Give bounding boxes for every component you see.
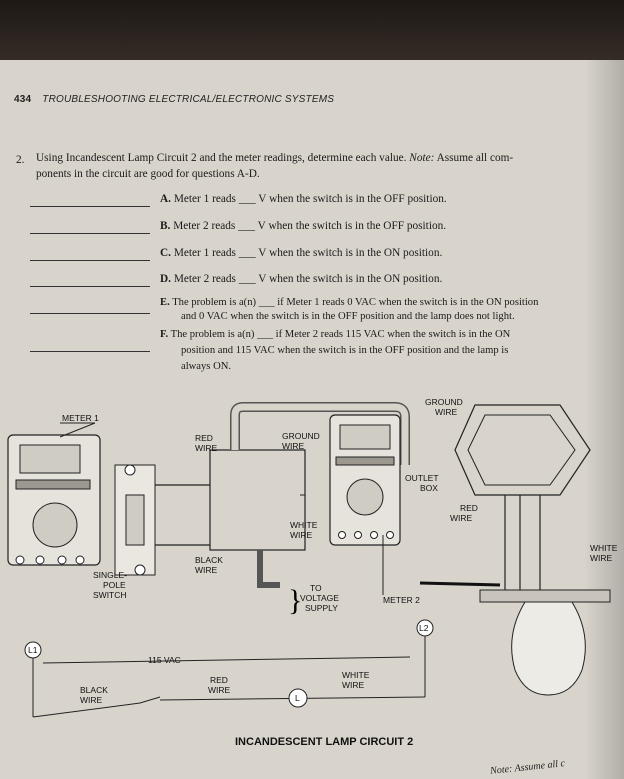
sch-white-1: WHITE [342,670,370,680]
incandescent-lamp-circuit-diagram: METER 1 SINGLE- POLE SWITCH RED WIRE GRO… [7,397,618,748]
answer-blank-c[interactable] [30,260,150,261]
sch-red-1: RED [210,675,228,685]
lamp-symbol-label: L [295,693,300,703]
item-f-line2: position and 115 VAC when the switch is … [181,345,509,356]
white-wire-label-2: WIRE [290,530,313,540]
note-label: Note: [409,152,435,164]
supply-cable [257,550,280,588]
answer-blank-f[interactable] [30,351,150,352]
note-text: Assume all com- [436,152,514,164]
fixture-wires [504,495,541,590]
answer-blank-d[interactable] [30,286,150,287]
ground-wire-label-2: WIRE [282,441,305,451]
item-letter: A. [160,193,171,205]
sch-white-2: WIRE [342,680,365,690]
supply-brace: } [288,584,302,617]
item-text: Meter 2 reads ___ V when the switch is i… [173,220,447,232]
red-wire-right-1: RED [460,503,478,513]
item-text: The problem is a(n) ___ if Meter 1 reads… [172,297,539,308]
answer-blank-b[interactable] [30,233,150,234]
page-shadow [584,60,624,779]
supply-label-3: SUPPLY [305,603,338,613]
meter-1-label: METER 1 [62,413,99,423]
item-f-line3: always ON. [181,361,232,372]
question-stem: Using Incandescent Lamp Circuit 2 and th… [36,152,407,164]
black-wire-label-2: WIRE [195,565,218,575]
item-letter: E. [160,297,170,308]
page-title: TROUBLESHOOTING ELECTRICAL/ELECTRONIC SY… [42,94,335,105]
black-wire-label-1: BLACK [195,555,223,565]
item-letter: B. [160,220,171,232]
item-e-line2: and 0 VAC when the switch is in the OFF … [181,311,515,322]
switch-wires [155,484,210,546]
answer-blank-e[interactable] [30,313,150,314]
red-wire-label-2: WIRE [195,443,218,453]
sch-black-2: WIRE [80,695,103,705]
meter-2-probe [419,581,501,587]
item-a: A. Meter 1 reads ___ V when the switch i… [160,193,447,205]
item-letter: C. [160,247,171,259]
page-number: 434 [14,94,32,105]
supply-label-2: VOLTAGE [300,593,339,603]
ground-wire-top-2: WIRE [435,407,458,417]
sch-red-2: WIRE [208,685,231,695]
outlet-box-label-1: OUTLET [405,473,439,483]
item-e: E. The problem is a(n) ___ if Meter 1 re… [160,297,538,308]
page-header: 434 TROUBLESHOOTING ELECTRICAL/ELECTRONI… [14,94,334,105]
answer-blank-a[interactable] [30,206,150,207]
lamp-bulb [511,601,586,696]
outlet-box-label-2: BOX [420,483,438,493]
schematic: L1 L2 115 VAC L BLACK WIRE RED WIRE WHIT… [24,619,434,718]
item-letter: D. [160,273,171,285]
question-number: 2. [16,154,25,166]
meter-2-label: METER 2 [383,595,420,605]
item-b: B. Meter 2 reads ___ V when the switch i… [160,220,446,232]
item-text: Meter 1 reads ___ V when the switch is i… [173,193,447,205]
lamp-base-plate [479,589,611,603]
lamp-symbol [288,688,308,708]
item-f: F. The problem is a(n) ___ if Meter 2 re… [160,329,510,340]
supply-label-1: TO [310,583,322,593]
question-stem-line2: ponents in the circuit are good for ques… [36,168,260,180]
item-text: The problem is a(n) ___ if Meter 2 reads… [170,329,511,340]
item-d: D. Meter 2 reads ___ V when the switch i… [160,273,442,285]
question-stem-line1: Using Incandescent Lamp Circuit 2 and th… [36,152,513,164]
ground-wire-top-1: GROUND [425,397,463,407]
ground-wire-label-1: GROUND [282,431,320,441]
vac-label: 115 VAC [148,655,181,665]
item-c: C. Meter 1 reads ___ V when the switch i… [160,247,442,259]
white-wire-right-1: WHITE [590,543,618,553]
white-wire-right-2: WIRE [590,553,613,563]
single-pole-switch [114,464,156,576]
l2-label: L2 [419,623,429,633]
item-letter: F. [160,329,169,340]
meter-2 [329,414,401,546]
outlet-box [454,404,591,496]
white-wire-label-1: WHITE [290,520,318,530]
l1-label: L1 [28,645,38,655]
switch-label-3: SWITCH [93,590,127,600]
item-text: Meter 2 reads ___ V when the switch is i… [173,273,443,285]
red-wire-right-2: WIRE [450,513,473,523]
item-text: Meter 1 reads ___ V when the switch is i… [173,247,443,259]
switch-label-1: SINGLE- [93,570,127,580]
switch-label-2: POLE [103,580,126,590]
red-wire-label-1: RED [195,433,213,443]
circuit-title: INCANDESCENT LAMP CIRCUIT 2 [235,736,413,748]
sch-black-1: BLACK [80,685,108,695]
meter-1 [7,434,101,566]
